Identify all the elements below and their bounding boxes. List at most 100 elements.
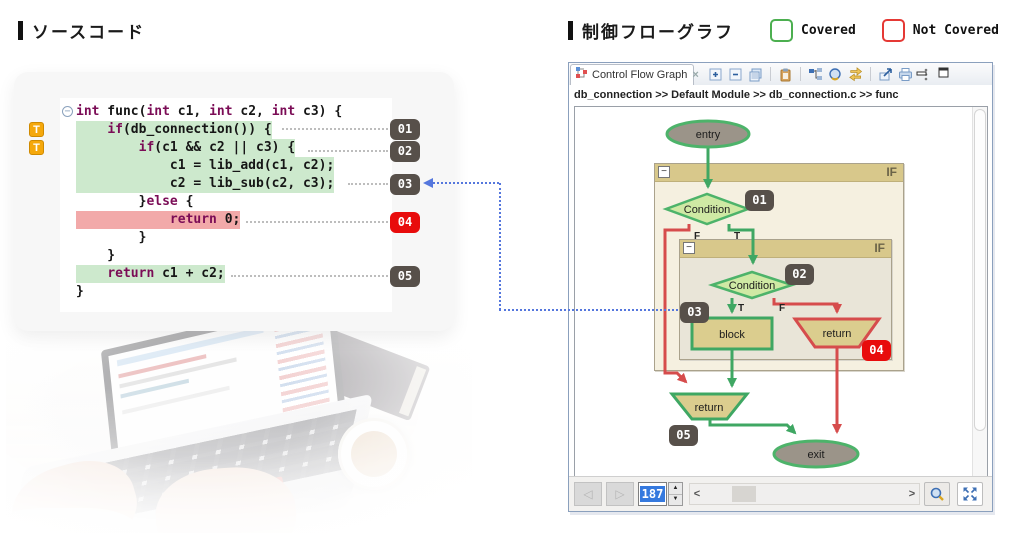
code-line: T if(c1 && c2 || c3) { — [29, 139, 392, 157]
code-line: }else { — [76, 194, 194, 209]
vertical-scrollbar[interactable] — [972, 107, 987, 476]
code-editor[interactable]: −int func(int c1, int c2, int c3) {T if(… — [29, 98, 392, 312]
code-line: } — [76, 248, 116, 263]
edge-cond1-true — [727, 224, 758, 265]
code-marker-05: 05 — [390, 266, 420, 287]
code-line: −int func(int c1, int c2, int c3) { — [62, 103, 392, 121]
condition2-label: Condition — [729, 280, 775, 292]
condition1-label: Condition — [684, 204, 730, 216]
true-decision-marker[interactable]: T — [29, 122, 44, 137]
page-number-spinner[interactable]: ▲ ▼ — [668, 482, 683, 506]
graph-bottom-bar: ◁ ▷ 187 ▲ ▼ < > — [569, 476, 992, 511]
tab-control-flow-graph[interactable]: Control Flow Graph × — [570, 64, 699, 85]
marker-connector — [308, 150, 388, 152]
cfg-tab-icon — [575, 66, 588, 84]
prev-button[interactable]: ◁ — [574, 482, 602, 506]
return-node-uncovered[interactable] — [792, 317, 882, 349]
block-label: block — [719, 329, 745, 341]
zoom-button[interactable] — [924, 482, 950, 506]
graph-marker-01: 01 — [745, 190, 774, 211]
code-marker-03: 03 — [390, 174, 420, 195]
edge-labels: F T T F — [694, 231, 785, 314]
true-edge-label: T — [734, 231, 740, 242]
condition2-node[interactable] — [707, 270, 797, 300]
code-marker-02: 02 — [390, 141, 420, 162]
trace-line — [433, 182, 499, 184]
toolbar-separator — [770, 67, 771, 81]
if-container-titlebar: − IF — [680, 240, 891, 258]
true-edge-label: T — [738, 303, 744, 314]
window-buttons — [915, 66, 950, 84]
scroll-left-icon[interactable]: < — [693, 488, 701, 500]
export-icon[interactable] — [877, 66, 894, 83]
spinner-down-icon[interactable]: ▼ — [672, 496, 679, 502]
fold-icon[interactable]: − — [62, 106, 73, 117]
edge-cond1-false — [663, 224, 691, 384]
maximize-icon[interactable] — [937, 66, 950, 84]
edge-cond2-false — [772, 298, 842, 314]
spinner-up-icon[interactable]: ▲ — [669, 483, 682, 495]
breadcrumb: db_connection >> Default Module >> db_co… — [569, 85, 992, 105]
graph-marker-03: 03 — [680, 302, 709, 323]
not-covered-legend-swatch — [881, 19, 905, 42]
code-marker-01: 01 — [390, 119, 420, 140]
entry-node[interactable] — [665, 119, 751, 149]
graph-nodes: entry Condition Condition block return r… — [662, 119, 882, 469]
collapse-all-icon[interactable] — [727, 66, 744, 83]
vertical-scrollbar-thumb[interactable] — [974, 109, 986, 431]
layout-tree-icon[interactable] — [807, 66, 824, 83]
clipboard-paste-icon[interactable] — [777, 66, 794, 83]
edge-return5-exit — [708, 419, 797, 435]
trace-line — [499, 309, 678, 311]
return5-label: return — [695, 402, 724, 414]
code-line: return 0; — [76, 211, 392, 229]
expand-all-icon[interactable] — [707, 66, 724, 83]
if-container-titlebar: − IF — [655, 164, 903, 182]
covered-legend-swatch — [770, 19, 793, 42]
graph-canvas[interactable]: − IF − IF — [574, 106, 988, 477]
covered-legend-label: Covered — [801, 23, 856, 38]
code-line: T if(db_connection()) { — [29, 121, 392, 139]
trace-line — [499, 183, 501, 310]
exit-node[interactable] — [772, 439, 860, 469]
if-label: IF — [874, 241, 885, 255]
view-toolbar — [707, 65, 934, 83]
source-heading: ソースコード — [18, 18, 145, 43]
page-number-input[interactable]: 187 — [638, 482, 667, 506]
code-line: } — [76, 230, 147, 245]
if-label: IF — [886, 165, 897, 179]
exit-node-label: exit — [807, 449, 824, 461]
code-line: c1 = lib_add(c1, c2); — [76, 157, 335, 175]
false-edge-label: F — [694, 231, 700, 242]
fit-to-view-button[interactable] — [957, 482, 983, 506]
trace-arrowhead — [423, 178, 433, 188]
not-covered-legend-label: Not Covered — [912, 23, 999, 38]
code-line: } — [76, 284, 84, 299]
return-node-covered[interactable] — [668, 392, 751, 421]
entry-node-label: entry — [696, 129, 721, 141]
heading-bar — [18, 21, 23, 40]
minimize-icon[interactable] — [915, 66, 928, 84]
print-icon[interactable] — [897, 66, 914, 83]
toolbar-separator — [870, 67, 871, 81]
swap-arrows-icon[interactable] — [847, 66, 864, 83]
marker-connector — [348, 183, 388, 185]
copy-view-icon[interactable] — [747, 66, 764, 83]
marker-connector — [282, 128, 388, 130]
code-line: return c1 + c2; — [76, 265, 392, 283]
collapse-button[interactable]: − — [658, 166, 670, 178]
collapse-button[interactable]: − — [683, 242, 695, 254]
scroll-right-icon[interactable]: > — [908, 488, 916, 500]
graph-marker-02: 02 — [785, 264, 814, 285]
horizontal-scrollbar[interactable]: < > — [689, 483, 920, 505]
next-button[interactable]: ▷ — [606, 482, 634, 506]
tab-close-icon[interactable]: × — [692, 69, 699, 81]
page-number-value: 187 — [639, 486, 666, 502]
horizontal-scrollbar-thumb[interactable] — [732, 486, 756, 502]
tab-bar: Control Flow Graph × — [569, 63, 992, 86]
preview-lens-icon[interactable] — [827, 66, 844, 83]
block-node[interactable] — [690, 316, 774, 351]
cfg-heading: 制御フローグラフ — [568, 18, 734, 43]
true-decision-marker[interactable]: T — [29, 140, 44, 155]
code-line: c2 = lib_sub(c2, c3); — [76, 175, 335, 193]
